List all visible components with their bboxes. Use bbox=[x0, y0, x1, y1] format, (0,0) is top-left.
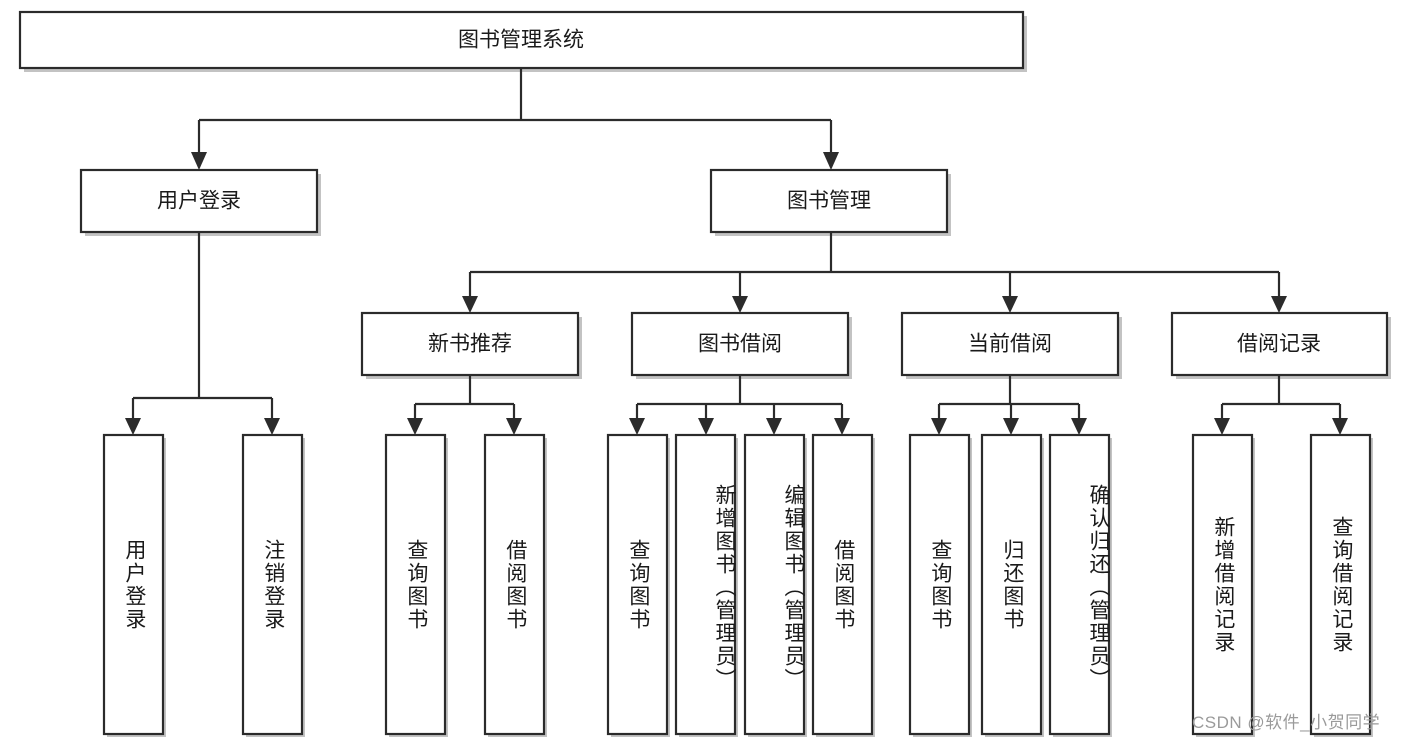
leaf-box[interactable] bbox=[908, 433, 971, 736]
leaf-box[interactable] bbox=[1309, 433, 1372, 736]
connector-newbook-to-leaves bbox=[407, 375, 522, 435]
connector-root-to-level2 bbox=[191, 68, 839, 170]
node-current-borrow-label: 当前借阅 bbox=[968, 333, 1052, 356]
node-new-book-recommend-label: 新书推荐 bbox=[428, 333, 512, 356]
leaf-box[interactable] bbox=[674, 433, 737, 736]
leaf-box[interactable] bbox=[483, 433, 546, 736]
connector-bookmgmt-to-level3 bbox=[462, 232, 1287, 313]
leaf-box[interactable] bbox=[102, 433, 165, 736]
watermark-text: CSDN @软件_小贺同学 bbox=[1192, 713, 1381, 732]
node-book-borrow[interactable]: 图书借阅 bbox=[630, 311, 850, 377]
node-current-borrow[interactable]: 当前借阅 bbox=[900, 311, 1120, 377]
leaf-box[interactable] bbox=[1048, 433, 1111, 736]
node-book-management-label: 图书管理 bbox=[787, 190, 871, 213]
leaf-box[interactable] bbox=[980, 433, 1043, 736]
leaf-box[interactable] bbox=[811, 433, 874, 736]
leaf-box[interactable] bbox=[1191, 433, 1254, 736]
node-root[interactable]: 图书管理系统 bbox=[18, 10, 1025, 70]
node-user-login[interactable]: 用户登录 bbox=[79, 168, 319, 234]
node-borrow-record-label: 借阅记录 bbox=[1237, 333, 1321, 356]
connector-record-to-leaves bbox=[1214, 375, 1348, 435]
connector-borrow-to-leaves bbox=[629, 375, 850, 435]
node-user-login-label: 用户登录 bbox=[157, 190, 241, 213]
connector-userlogin-to-leaves bbox=[125, 232, 280, 435]
node-borrow-record[interactable]: 借阅记录 bbox=[1170, 311, 1389, 377]
node-book-borrow-label: 图书借阅 bbox=[698, 333, 782, 356]
leaf-box[interactable] bbox=[384, 433, 447, 736]
node-root-label: 图书管理系统 bbox=[458, 29, 584, 52]
leaf-box[interactable] bbox=[743, 433, 806, 736]
leaf-box[interactable] bbox=[241, 433, 304, 736]
node-book-management[interactable]: 图书管理 bbox=[709, 168, 949, 234]
leaf-box[interactable] bbox=[606, 433, 669, 736]
node-new-book-recommend[interactable]: 新书推荐 bbox=[360, 311, 580, 377]
connector-current-to-leaves bbox=[931, 375, 1087, 435]
leaf-boxes bbox=[102, 433, 1372, 736]
